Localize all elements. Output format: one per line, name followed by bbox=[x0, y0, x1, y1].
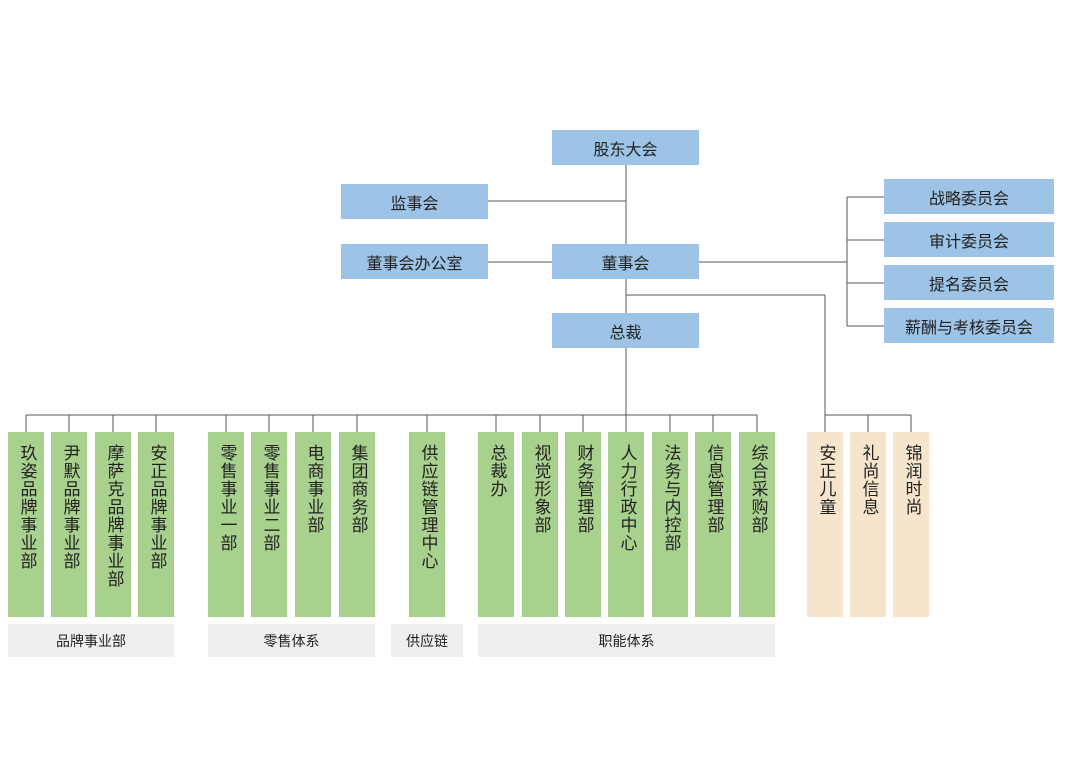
committee-label: 战略委员会 bbox=[928, 188, 1009, 208]
department-box: 集团商务部 bbox=[339, 432, 375, 617]
department-box: 法务与内控部 bbox=[652, 432, 688, 617]
board-office-label: 董事会办公室 bbox=[366, 253, 463, 273]
department-label: 尹默品牌事业部 bbox=[59, 444, 80, 570]
category-retail: 零售体系 bbox=[208, 624, 375, 657]
committee-box: 薪酬与考核委员会 bbox=[884, 308, 1054, 343]
department-box: 视觉形象部 bbox=[522, 432, 558, 617]
department-label: 信息管理部 bbox=[703, 444, 724, 534]
department-label: 集团商务部 bbox=[347, 444, 368, 534]
department-box: 财务管理部 bbox=[565, 432, 601, 617]
category-brand: 品牌事业部 bbox=[8, 624, 174, 657]
department-label: 玖姿品牌事业部 bbox=[16, 444, 37, 570]
subsidiary-label: 礼尚信息 bbox=[858, 444, 879, 516]
subsidiary-box: 锦润时尚 bbox=[893, 432, 929, 617]
shareholders-label: 股东大会 bbox=[593, 139, 658, 159]
committee-box: 审计委员会 bbox=[884, 222, 1054, 257]
department-label: 零售事业一部 bbox=[216, 444, 237, 552]
department-label: 供应链管理中心 bbox=[417, 444, 438, 570]
department-box: 零售事业一部 bbox=[208, 432, 244, 617]
department-box: 人力行政中心 bbox=[608, 432, 644, 617]
department-label: 法务与内控部 bbox=[660, 444, 681, 552]
president-box: 总裁 bbox=[552, 313, 699, 348]
department-box: 安正品牌事业部 bbox=[138, 432, 174, 617]
category-supply: 供应链 bbox=[391, 624, 463, 657]
subsidiary-box: 安正儿童 bbox=[807, 432, 843, 617]
department-label: 安正品牌事业部 bbox=[146, 444, 167, 570]
board-office-box: 董事会办公室 bbox=[341, 244, 488, 279]
subsidiary-box: 礼尚信息 bbox=[850, 432, 886, 617]
department-box: 信息管理部 bbox=[695, 432, 731, 617]
subsidiary-label: 锦润时尚 bbox=[901, 444, 922, 516]
department-label: 电商事业部 bbox=[303, 444, 324, 534]
committee-label: 审计委员会 bbox=[928, 231, 1009, 251]
committee-label: 薪酬与考核委员会 bbox=[904, 317, 1033, 337]
department-box: 综合采购部 bbox=[739, 432, 775, 617]
department-label: 财务管理部 bbox=[573, 444, 594, 534]
department-label: 摩萨克品牌事业部 bbox=[103, 444, 124, 588]
department-box: 零售事业二部 bbox=[251, 432, 287, 617]
department-label: 总裁办 bbox=[486, 444, 507, 498]
department-box: 总裁办 bbox=[478, 432, 514, 617]
department-box: 电商事业部 bbox=[295, 432, 331, 617]
department-label: 零售事业二部 bbox=[259, 444, 280, 552]
supervisory-box: 监事会 bbox=[341, 184, 488, 219]
department-box: 玖姿品牌事业部 bbox=[8, 432, 44, 617]
president-label: 总裁 bbox=[609, 322, 642, 342]
board-box: 董事会 bbox=[552, 244, 699, 279]
shareholders-box: 股东大会 bbox=[552, 130, 699, 165]
department-box: 摩萨克品牌事业部 bbox=[95, 432, 131, 617]
supervisory-label: 监事会 bbox=[390, 193, 439, 213]
category-label: 职能体系 bbox=[598, 633, 655, 650]
category-label: 供应链 bbox=[406, 633, 448, 650]
department-label: 综合采购部 bbox=[747, 444, 768, 534]
department-box: 尹默品牌事业部 bbox=[51, 432, 87, 617]
category-function: 职能体系 bbox=[478, 624, 775, 657]
category-label: 品牌事业部 bbox=[56, 633, 126, 650]
subsidiary-label: 安正儿童 bbox=[815, 444, 836, 516]
committee-label: 提名委员会 bbox=[928, 274, 1009, 294]
department-box: 供应链管理中心 bbox=[409, 432, 445, 617]
department-label: 人力行政中心 bbox=[616, 444, 637, 552]
committee-box: 战略委员会 bbox=[884, 179, 1054, 214]
department-label: 视觉形象部 bbox=[530, 444, 551, 534]
committee-box: 提名委员会 bbox=[884, 265, 1054, 300]
board-label: 董事会 bbox=[601, 253, 650, 273]
category-label: 零售体系 bbox=[263, 633, 320, 650]
